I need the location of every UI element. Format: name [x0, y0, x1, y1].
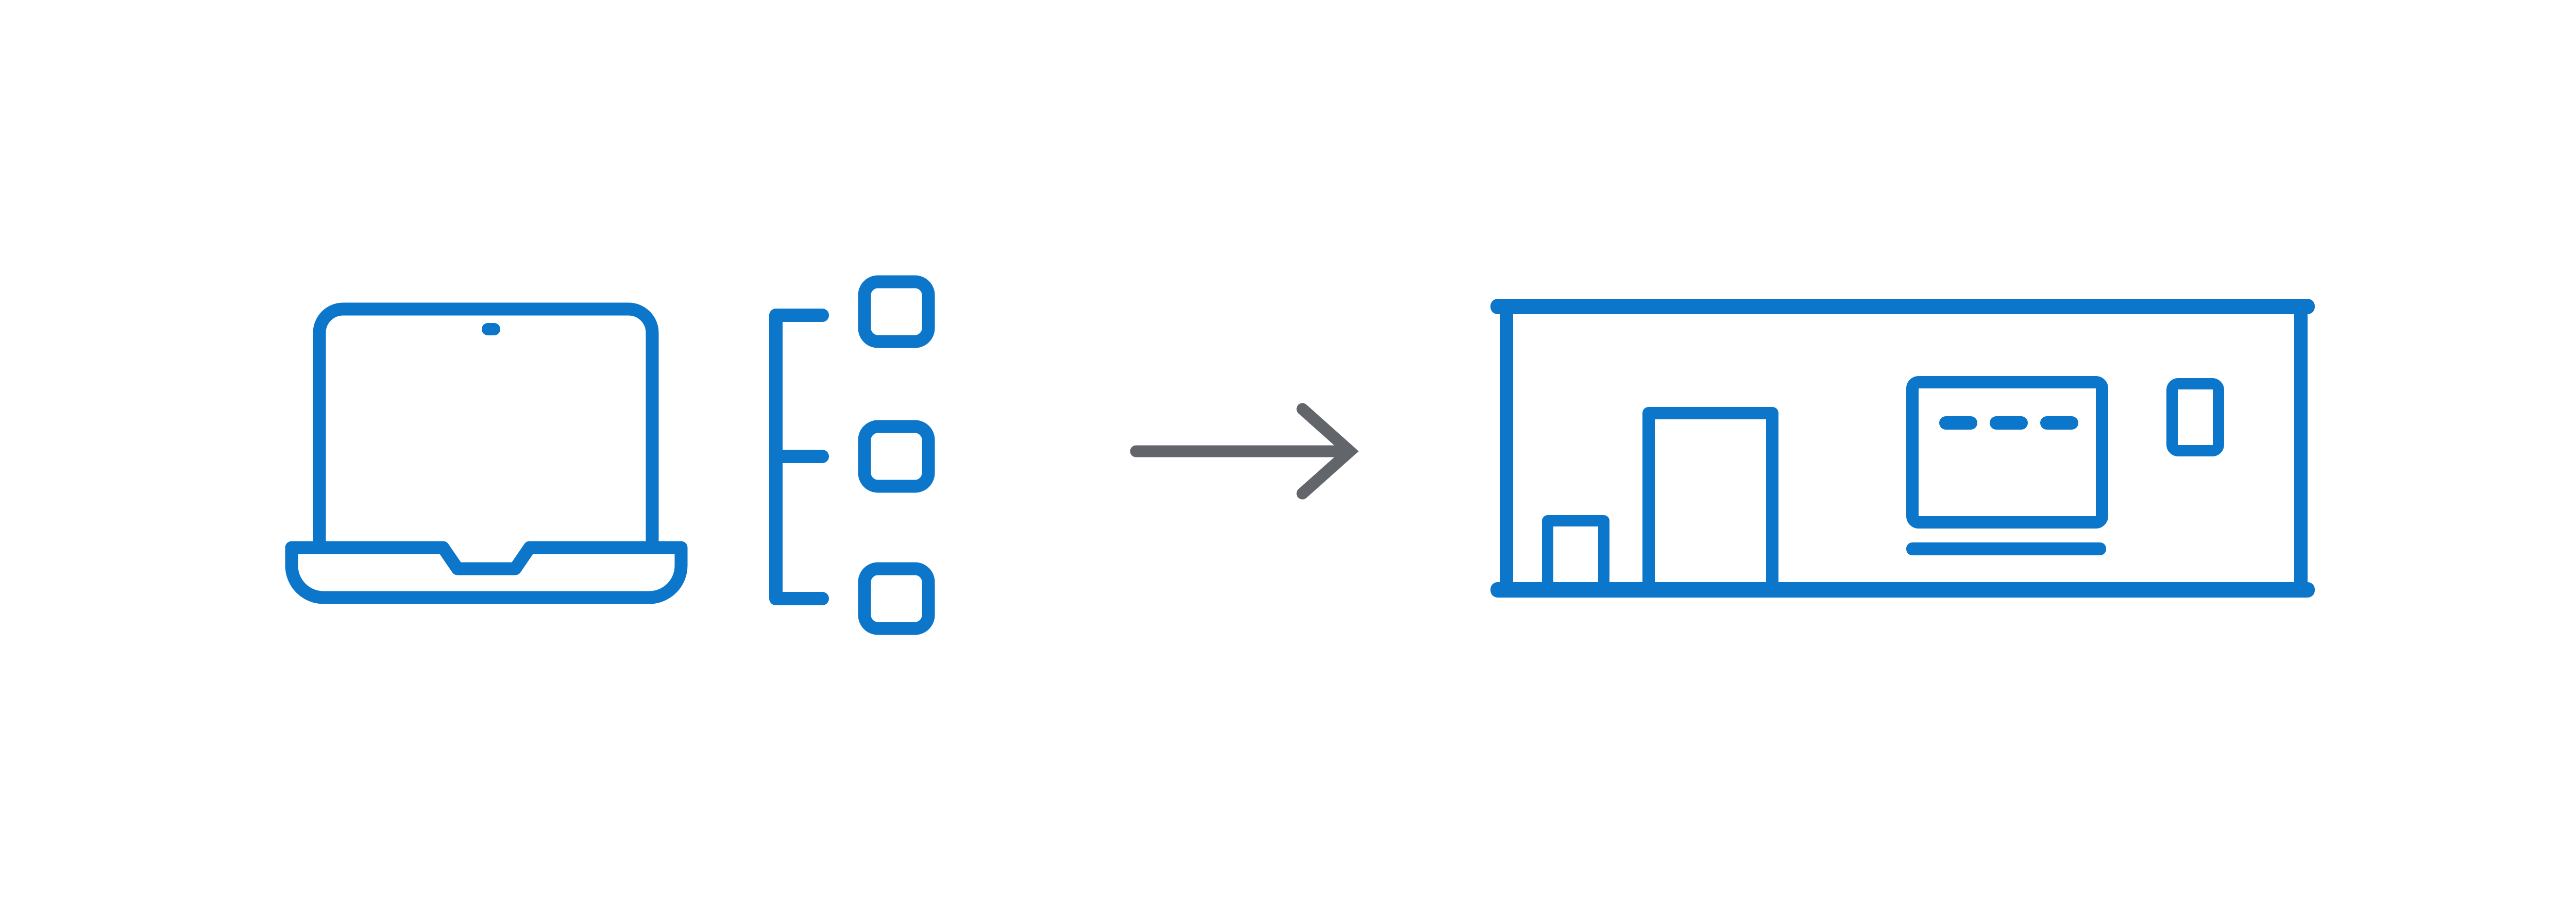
laptop-icon[interactable]	[285, 302, 688, 604]
short-rack-box	[1542, 515, 1609, 583]
small-window	[2166, 378, 2224, 456]
server-screen-dash-1	[1939, 416, 1977, 430]
laptop-base	[285, 541, 688, 604]
shelf-bar	[1906, 542, 2106, 555]
hierarchy-node-box-1[interactable]	[858, 275, 935, 348]
building-roof	[1490, 299, 2315, 314]
laptop-camera-icon	[482, 323, 500, 335]
right-arrow-icon	[1130, 403, 1359, 500]
laptop-screen-outline	[313, 302, 659, 548]
server-screen-dash-2	[1990, 416, 2028, 430]
arrow-head	[1296, 403, 1359, 500]
hierarchy-tree-icon[interactable]	[769, 275, 935, 635]
server-screen-dash-3	[2040, 416, 2078, 430]
building-left-wall	[1500, 313, 1513, 583]
tall-rack-box	[1642, 407, 1778, 583]
warehouse-building-icon[interactable]	[1490, 299, 2315, 598]
hierarchy-node-box-2[interactable]	[858, 420, 935, 493]
building-right-wall	[2294, 313, 2308, 583]
building-floor	[1490, 582, 2315, 598]
server-screen[interactable]	[1906, 376, 2108, 529]
hierarchy-node-box-3[interactable]	[858, 562, 935, 635]
